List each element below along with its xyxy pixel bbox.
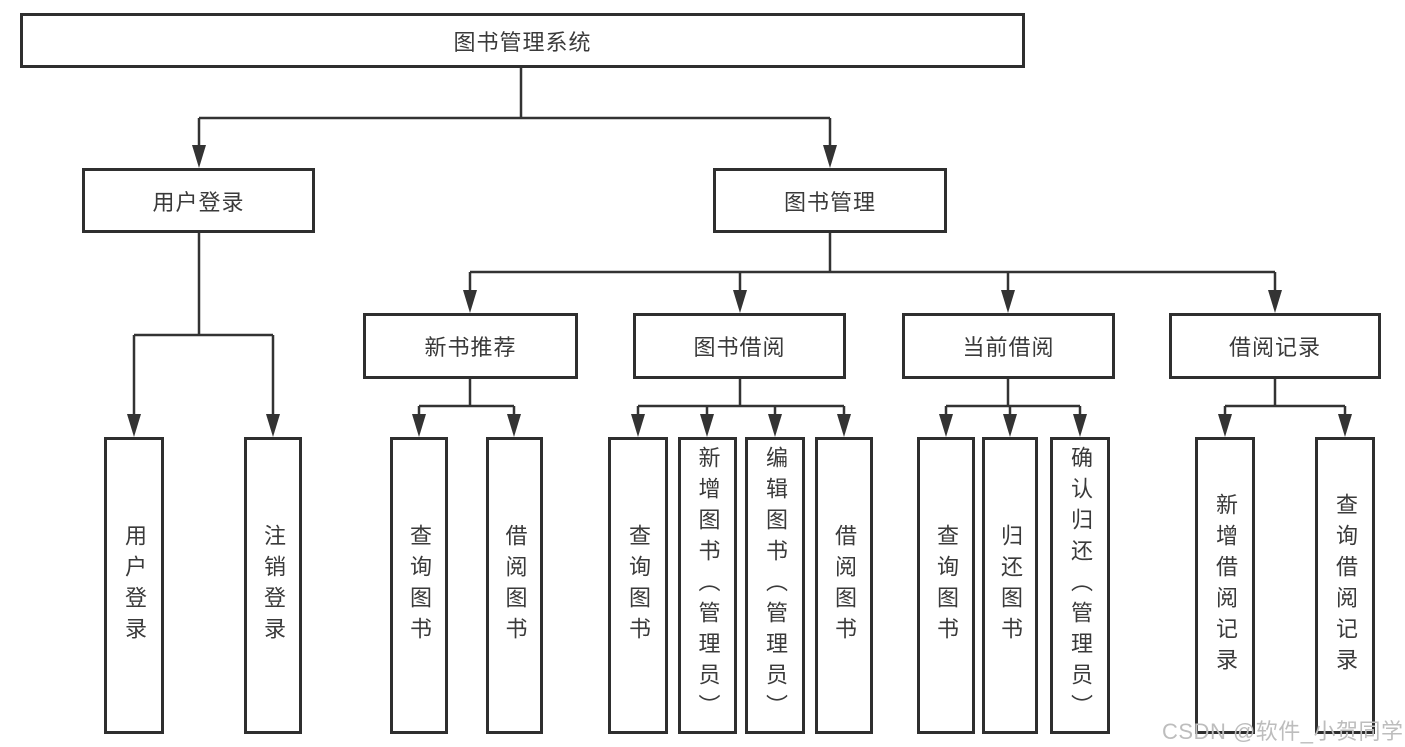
leaf-return-books: 归还图书: [982, 437, 1038, 734]
leaf-label: 编辑图书（管理员）: [763, 446, 788, 725]
leaf-label: 借阅图书: [502, 523, 528, 648]
leaf-query-books-borrow: 查询图书: [608, 437, 668, 734]
node-book-borrow: 图书借阅: [633, 313, 846, 379]
leaf-borrow-books: 借阅图书: [815, 437, 873, 734]
leaf-user-login: 用户登录: [104, 437, 164, 734]
leaf-label: 借阅图书: [832, 523, 857, 648]
leaf-label: 注销登录: [261, 523, 286, 648]
node-book-management: 图书管理: [713, 168, 947, 233]
node-current-borrow: 当前借阅: [902, 313, 1115, 379]
leaf-label: 查询图书: [934, 523, 959, 648]
leaf-borrow-books-recommend: 借阅图书: [486, 437, 543, 734]
csdn-watermark: CSDN @软件_小贺同学: [1162, 719, 1404, 744]
leaf-label: 新增图书（管理员）: [695, 446, 721, 725]
node-library-management-system: 图书管理系统: [20, 13, 1025, 68]
leaf-label: 归还图书: [998, 523, 1023, 648]
leaf-label: 查询借阅记录: [1333, 492, 1358, 679]
leaf-add-borrow-record: 新增借阅记录: [1195, 437, 1255, 734]
node-user-login: 用户登录: [82, 168, 315, 233]
leaf-label: 查询图书: [626, 523, 651, 648]
leaf-label: 查询图书: [407, 523, 432, 648]
leaf-label: 新增借阅记录: [1213, 492, 1238, 679]
leaf-query-borrow-record: 查询借阅记录: [1315, 437, 1375, 734]
node-borrow-records: 借阅记录: [1169, 313, 1381, 379]
leaf-label: 确认归还（管理员）: [1068, 446, 1093, 725]
leaf-label: 用户登录: [122, 523, 147, 648]
leaf-add-books-admin: 新增图书（管理员）: [678, 437, 737, 734]
leaf-confirm-return-admin: 确认归还（管理员）: [1050, 437, 1110, 734]
leaf-logout: 注销登录: [244, 437, 302, 734]
leaf-query-books-recommend: 查询图书: [390, 437, 448, 734]
leaf-query-books-current: 查询图书: [917, 437, 975, 734]
node-new-book-recommend: 新书推荐: [363, 313, 578, 379]
leaf-edit-books-admin: 编辑图书（管理员）: [745, 437, 805, 734]
